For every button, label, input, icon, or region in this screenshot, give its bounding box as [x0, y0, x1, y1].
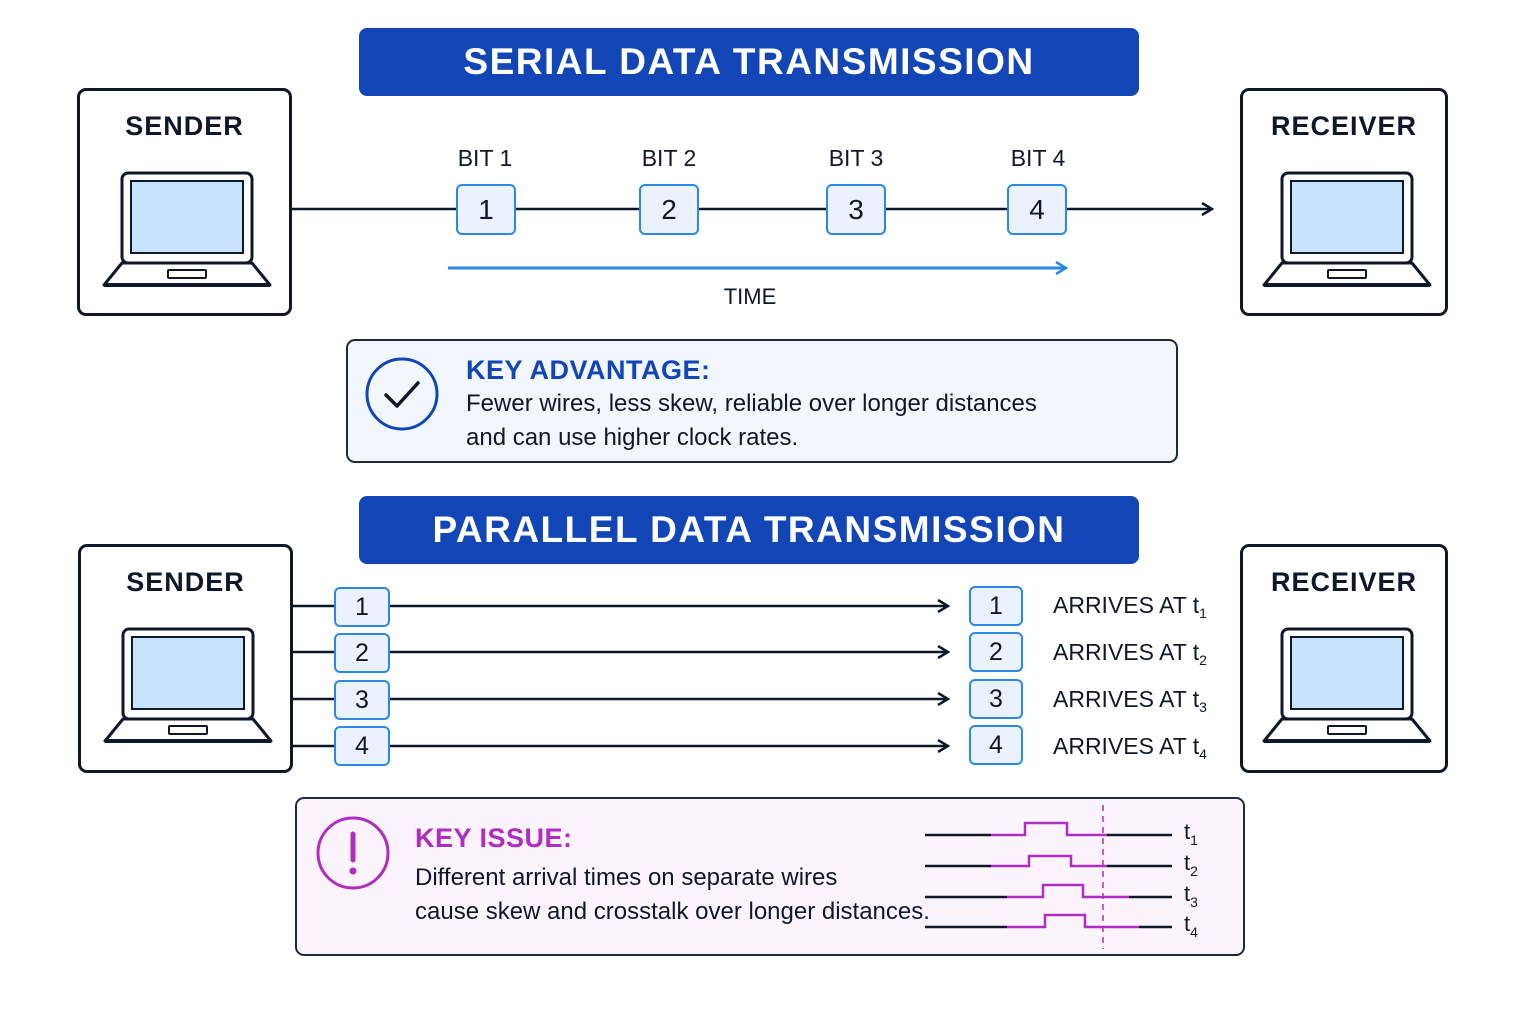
arrival-subscript: 3 — [1199, 699, 1207, 715]
timing-label: t2 — [1184, 850, 1198, 879]
bit-label: BIT 3 — [828, 145, 884, 171]
timing-label-text: t — [1184, 850, 1191, 875]
bit-label: BIT 4 — [1010, 145, 1066, 171]
exclamation-circle-icon — [316, 816, 390, 890]
arrival-label: ARRIVES AT t3 — [1053, 686, 1207, 715]
issue-title: KEY ISSUE: — [415, 823, 573, 853]
parallel-sender-box: SENDER — [78, 544, 293, 773]
advantage-callout: KEY ADVANTAGE: Fewer wires, less skew, r… — [346, 339, 1178, 463]
arrival-text: ARRIVES AT t — [1053, 639, 1200, 665]
parallel-title-banner: PARALLEL DATA TRANSMISSION — [359, 496, 1139, 564]
parallel-source-box: 2 — [334, 633, 390, 673]
parallel-dest-box: 4 — [969, 725, 1023, 765]
parallel-dest-box: 1 — [969, 586, 1023, 626]
laptop-icon — [102, 171, 272, 287]
bit-value: 4 — [1029, 193, 1045, 225]
parallel-title: PARALLEL DATA TRANSMISSION — [432, 509, 1066, 550]
arrival-subscript: 4 — [1199, 746, 1207, 762]
issue-callout: KEY ISSUE: Different arrival times on se… — [295, 797, 1245, 956]
arrival-text: ARRIVES AT t — [1053, 592, 1200, 618]
bit-value: 2 — [355, 638, 369, 667]
laptop-icon — [1262, 171, 1432, 287]
advantage-title: KEY ADVANTAGE: — [466, 355, 711, 385]
timing-label-text: t — [1184, 819, 1191, 844]
parallel-receiver-box: RECEIVER — [1240, 544, 1448, 773]
bit-value: 1 — [355, 592, 369, 621]
arrival-label: ARRIVES AT t1 — [1053, 592, 1207, 621]
advantage-text-line2: and can use higher clock rates. — [466, 424, 799, 451]
timing-label-sub: 3 — [1190, 894, 1198, 910]
issue-text-line2: cause skew and crosstalk over longer dis… — [415, 898, 930, 925]
bit-label: BIT 1 — [457, 145, 513, 171]
laptop-icon — [1262, 627, 1432, 743]
arrival-text: ARRIVES AT t — [1053, 686, 1200, 712]
parallel-sender-label: SENDER — [126, 567, 245, 597]
bit-value: 3 — [989, 684, 1003, 713]
serial-title: SERIAL DATA TRANSMISSION — [463, 41, 1035, 82]
advantage-text-line1: Fewer wires, less skew, reliable over lo… — [466, 390, 1037, 417]
bit-label: BIT 2 — [641, 145, 697, 171]
skew-timing-diagram — [925, 805, 1172, 949]
serial-bit-box: 2 — [639, 184, 699, 235]
parallel-source-box: 4 — [334, 726, 390, 766]
laptop-icon — [103, 627, 273, 743]
checkmark-circle-icon — [365, 357, 439, 431]
bit-value: 3 — [848, 193, 864, 225]
bit-value: 4 — [355, 731, 369, 760]
bit-value: 2 — [989, 637, 1003, 666]
timing-label-text: t — [1184, 911, 1191, 936]
serial-sender-label: SENDER — [125, 111, 244, 141]
parallel-dest-box: 2 — [969, 632, 1023, 672]
arrival-label: ARRIVES AT t2 — [1053, 639, 1207, 668]
parallel-receiver-label: RECEIVER — [1270, 567, 1418, 597]
bit-value: 1 — [478, 193, 494, 225]
timing-label-text: t — [1184, 881, 1191, 906]
arrival-label: ARRIVES AT t4 — [1053, 733, 1207, 762]
issue-text-line1: Different arrival times on separate wire… — [415, 864, 838, 891]
timing-label-sub: 1 — [1190, 832, 1198, 848]
bit-value: 3 — [355, 685, 369, 714]
arrival-subscript: 1 — [1199, 605, 1207, 621]
timing-label: t3 — [1184, 881, 1198, 910]
parallel-source-box: 3 — [334, 680, 390, 720]
timing-label-sub: 4 — [1190, 924, 1198, 940]
serial-title-banner: SERIAL DATA TRANSMISSION — [359, 28, 1139, 96]
serial-bit-box: 1 — [456, 184, 516, 235]
arrival-text: ARRIVES AT t — [1053, 733, 1200, 759]
timing-label: t4 — [1184, 911, 1198, 940]
parallel-dest-box: 3 — [969, 679, 1023, 719]
timing-label: t1 — [1184, 819, 1198, 848]
time-label: TIME — [723, 284, 777, 309]
serial-bit-box: 3 — [826, 184, 886, 235]
serial-bit-box: 4 — [1007, 184, 1067, 235]
arrival-subscript: 2 — [1199, 652, 1207, 668]
serial-receiver-label: RECEIVER — [1270, 111, 1418, 141]
parallel-source-box: 1 — [334, 587, 390, 627]
bit-value: 4 — [989, 730, 1003, 759]
bit-value: 2 — [661, 193, 677, 225]
serial-sender-box: SENDER — [77, 88, 292, 316]
timing-label-sub: 2 — [1190, 863, 1198, 879]
serial-receiver-box: RECEIVER — [1240, 88, 1448, 316]
bit-value: 1 — [989, 591, 1003, 620]
